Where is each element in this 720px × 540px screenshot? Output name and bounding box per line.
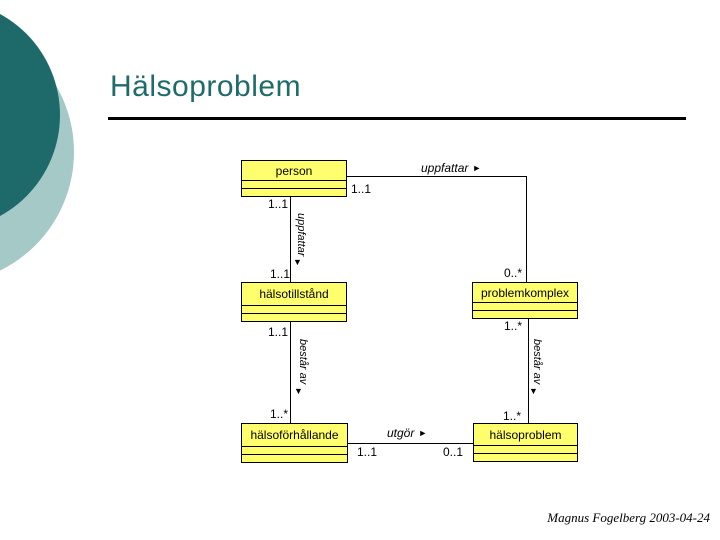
uml-operations-compartment	[242, 188, 346, 196]
footer-author-date: Magnus Fogelberg 2003-04-24	[547, 510, 710, 525]
association-name-text: uppfattar	[421, 161, 469, 175]
association-line-uppfattar-vertical	[290, 196, 291, 282]
association-name-text: består av	[297, 339, 309, 385]
association-line-utgor	[348, 443, 473, 444]
uml-attributes-compartment	[473, 302, 577, 310]
direction-arrow-icon: ▼	[529, 386, 538, 396]
uml-operations-compartment	[473, 310, 577, 318]
association-name-label-uppfattar-horizontal: uppfattar►	[421, 161, 481, 175]
multiplicity-label: 1..*	[269, 407, 288, 421]
association-name-label-utgor: utgör►	[387, 426, 427, 440]
multiplicity-label: 1..1	[267, 325, 288, 339]
multiplicity-label: 1..1	[351, 182, 372, 196]
uml-class-person: person	[241, 160, 347, 197]
direction-arrow-icon: ▼	[294, 386, 303, 396]
multiplicity-label: 0..1	[443, 445, 464, 459]
association-line-bestar-av-right	[528, 318, 529, 423]
uml-attributes-compartment	[474, 445, 577, 453]
association-name-label-bestar-av-right: består av	[531, 339, 543, 384]
association-line-uppfattar-horizontal	[347, 176, 527, 177]
uml-class-name: hälsotillstånd	[259, 287, 329, 301]
uml-class-halsoforhallande: hälsoförhållande	[241, 423, 348, 463]
association-name-label-uppfattar-vertical: uppfattar	[295, 213, 307, 256]
direction-arrow-icon: ►	[418, 428, 428, 438]
uml-class-halsoproblem: hälsoproblem	[473, 423, 578, 462]
association-line-bestar-av-left	[290, 322, 291, 423]
uml-attributes-compartment	[242, 305, 346, 313]
multiplicity-label: 1..1	[269, 267, 290, 281]
uml-attributes-compartment	[242, 180, 346, 188]
association-line-uppfattar-horizontal-drop	[526, 176, 527, 282]
direction-arrow-icon: ▼	[293, 257, 302, 267]
association-name-label-bestar-av-left: består av	[297, 339, 309, 384]
multiplicity-label: 1..*	[503, 319, 522, 333]
uml-class-name: person	[275, 163, 313, 178]
association-name-text: utgör	[387, 426, 415, 440]
title-underline	[108, 117, 686, 120]
association-name-text: består av	[531, 339, 543, 385]
uml-operations-compartment	[242, 454, 347, 462]
uml-class-name: hälsoförhållande	[250, 428, 339, 442]
multiplicity-label: 0..*	[503, 266, 522, 280]
multiplicity-label: 1..1	[267, 197, 288, 211]
multiplicity-label: 1..*	[502, 409, 521, 423]
uml-class-problemkomplex: problemkomplex	[472, 282, 578, 319]
uml-class-halsotillstand: hälsotillstånd	[241, 282, 347, 322]
uml-class-name: hälsoproblem	[489, 427, 562, 442]
uml-attributes-compartment	[242, 446, 347, 454]
multiplicity-label: 1..1	[357, 445, 378, 459]
direction-arrow-icon: ►	[472, 163, 482, 173]
uml-operations-compartment	[242, 313, 346, 321]
slide-title: Hälsoproblem	[110, 70, 302, 103]
uml-operations-compartment	[474, 453, 577, 461]
uml-class-name: problemkomplex	[480, 285, 570, 300]
association-name-text: uppfattar	[295, 213, 307, 257]
